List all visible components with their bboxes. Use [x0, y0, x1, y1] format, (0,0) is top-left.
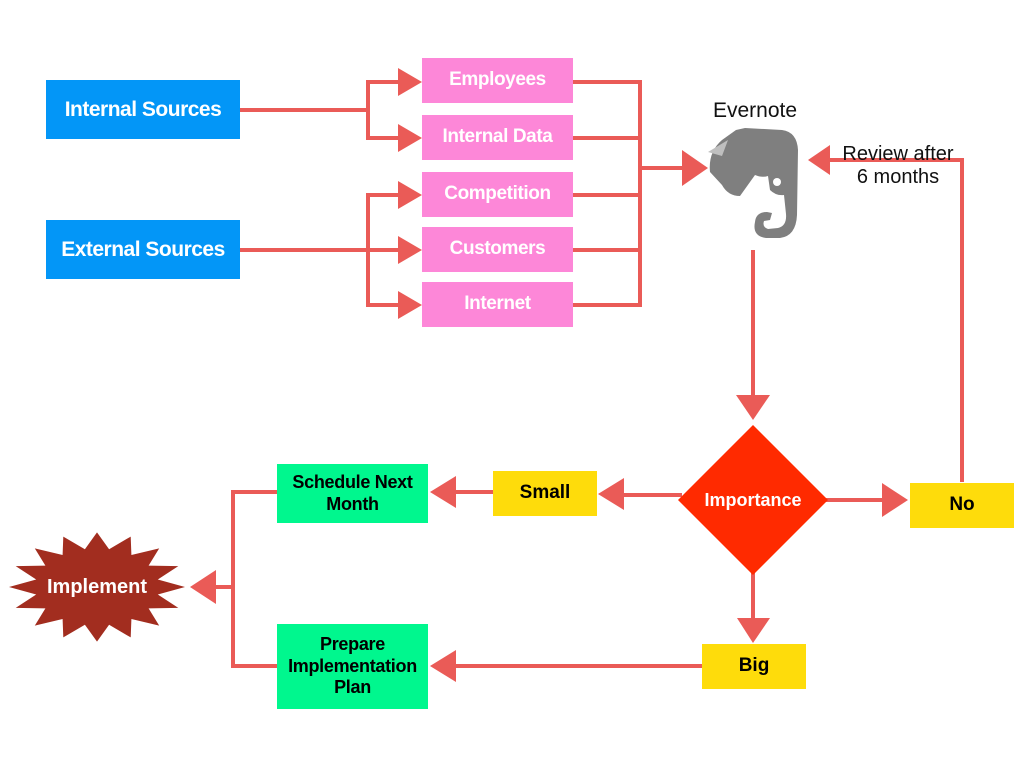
arrowhead-prepare — [430, 650, 456, 682]
evernote-label: Evernote — [712, 99, 798, 122]
channel-label: Internal Data — [442, 126, 553, 148]
implement-starburst — [9, 532, 185, 642]
arrowhead-internal-data — [398, 124, 422, 152]
connector-external-sources — [238, 193, 400, 307]
decision-diamond — [678, 425, 828, 575]
connector-actions-implement — [216, 490, 279, 668]
arrowhead-big — [737, 618, 770, 643]
review-note-line1: Review after — [842, 143, 954, 165]
outcome-big-label: Big — [738, 655, 770, 677]
connector-channels-merge — [573, 80, 686, 307]
channel-label: Competition — [444, 183, 551, 205]
channel-internal-data[interactable]: Internal Data — [422, 115, 573, 160]
outcome-small-label: Small — [519, 482, 571, 504]
source-internal-label: Internal Sources — [64, 97, 222, 121]
channel-competition[interactable]: Competition — [422, 172, 573, 217]
action-schedule-line1: Schedule Next — [292, 471, 413, 492]
channel-label: Customers — [449, 238, 546, 260]
review-note: Review after 6 months — [828, 143, 968, 189]
outcome-no-label: No — [949, 494, 975, 516]
arrowhead-schedule — [430, 476, 456, 508]
decision-label[interactable]: Importance — [704, 489, 802, 510]
arrowhead-evernote — [682, 150, 708, 186]
source-external-label: External Sources — [61, 237, 225, 261]
action-prepare-plan[interactable]: Prepare Implementation Plan — [277, 624, 428, 709]
source-external[interactable]: External Sources — [46, 220, 240, 279]
action-prepare-line3: Plan — [334, 677, 371, 698]
source-internal[interactable]: Internal Sources — [46, 80, 240, 139]
channel-internet[interactable]: Internet — [422, 282, 573, 327]
arrowhead-small — [598, 478, 624, 510]
evernote-elephant-icon — [708, 128, 798, 238]
arrowhead-implement — [190, 570, 216, 604]
arrowhead-decision — [736, 395, 770, 420]
channel-employees[interactable]: Employees — [422, 58, 573, 103]
arrowhead-employees — [398, 68, 422, 96]
action-schedule-next-month[interactable]: Schedule Next Month — [277, 464, 428, 523]
arrowhead-no — [882, 483, 908, 517]
implement-label[interactable]: Implement — [46, 575, 148, 598]
review-note-line2: 6 months — [856, 166, 940, 188]
connector-internal-sources — [238, 80, 400, 140]
arrowhead-competition — [398, 181, 422, 209]
outcome-no[interactable]: No — [910, 483, 1014, 528]
channel-label: Internet — [464, 293, 531, 315]
arrowhead-customers — [398, 236, 422, 264]
connector-no-review — [828, 158, 964, 482]
channel-label: Employees — [449, 69, 546, 91]
arrowhead-review — [808, 145, 830, 175]
action-schedule-line2: Month — [326, 493, 379, 514]
action-prepare-line1: Prepare — [320, 634, 385, 655]
outcome-big[interactable]: Big — [702, 644, 806, 689]
channel-customers[interactable]: Customers — [422, 227, 573, 272]
arrowhead-internet — [398, 291, 422, 319]
action-prepare-line2: Implementation — [288, 655, 417, 676]
outcome-small[interactable]: Small — [493, 471, 597, 516]
